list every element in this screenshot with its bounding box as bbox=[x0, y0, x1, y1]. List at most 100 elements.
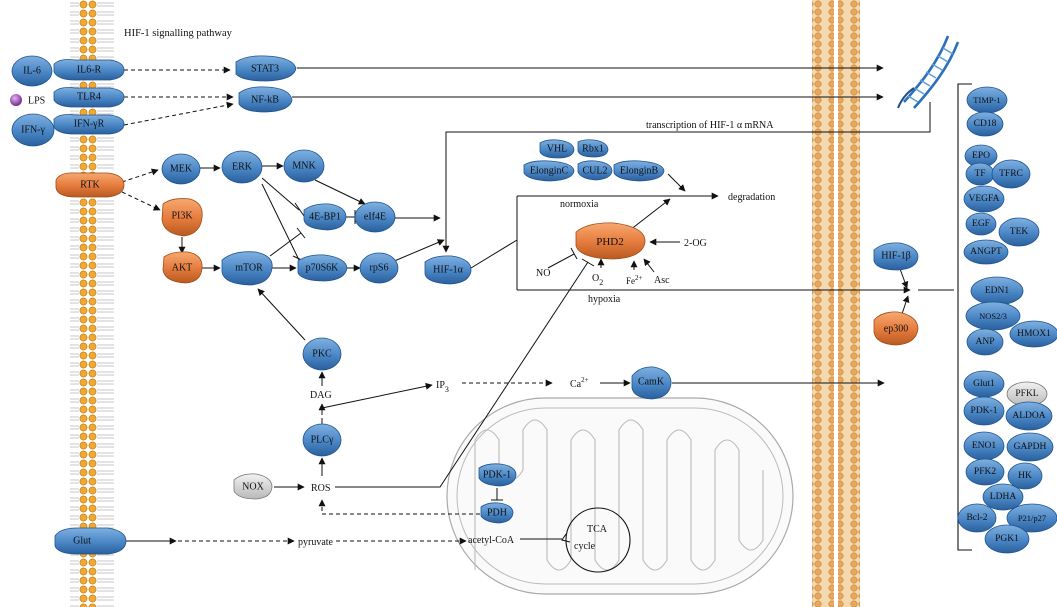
target-gene-edn1[interactable]: EDN1 bbox=[970, 276, 1024, 306]
calcium-label-sup: 2+ bbox=[581, 376, 589, 384]
target-gene-tek[interactable]: TEK bbox=[998, 217, 1040, 247]
node-mito-pdk1[interactable]: PDK-1 bbox=[478, 463, 517, 487]
target-gene-glut1[interactable]: Glut1 bbox=[963, 370, 1005, 398]
node-ifn-gamma[interactable]: IFN-γ bbox=[11, 113, 55, 147]
node-hif1b-label: HIF-1β bbox=[881, 251, 911, 262]
node-plcg-label: PLCγ bbox=[311, 435, 334, 446]
node-mnk[interactable]: MNK bbox=[283, 149, 325, 183]
transcription-label: transcription of HIF-1 α mRNA bbox=[646, 120, 774, 131]
diagram-title: HIF-1 signalling pathway bbox=[124, 28, 233, 39]
dag-label: DAG bbox=[310, 390, 332, 401]
receptor-ifn-gamma-r[interactable]: IFN-γR bbox=[53, 114, 125, 135]
target-gene-ldha[interactable]: LDHA bbox=[982, 483, 1024, 511]
asc-label: Asc bbox=[654, 275, 670, 286]
node-cul2[interactable]: CUL2 bbox=[577, 160, 613, 181]
node-il6-label: IL-6 bbox=[23, 66, 41, 77]
target-gene-egf[interactable]: EGF bbox=[965, 212, 997, 236]
iron-label: Fe2+ bbox=[626, 274, 643, 286]
receptor-tlr4[interactable]: TLR4 bbox=[53, 87, 125, 108]
node-mtor[interactable]: mTOR bbox=[221, 251, 273, 286]
target-gene-hmox1[interactable]: HMOX1 bbox=[1009, 320, 1057, 348]
target-gene-hk[interactable]: HK bbox=[1007, 462, 1043, 490]
pathway-text-labels: DAG IP3 Ca2+ ROS pyruvate acetyl-CoA TCA… bbox=[298, 120, 775, 552]
target-gene-pdk-1[interactable]: PDK-1 bbox=[963, 396, 1005, 426]
target-gene-oval bbox=[965, 212, 997, 236]
target-gene-label: TFRC bbox=[999, 169, 1023, 179]
node-4e-bp1[interactable]: 4E-BP1 bbox=[303, 203, 347, 231]
node-eif4e[interactable]: eIf4E bbox=[354, 201, 396, 233]
target-gene-oval bbox=[966, 111, 1004, 137]
target-gene-nos2-3[interactable]: NOS2/3 bbox=[965, 301, 1021, 331]
target-gene-eno1[interactable]: ENO1 bbox=[963, 431, 1005, 461]
nuclear-membrane-inner bbox=[838, 0, 860, 607]
receptor-il6r[interactable]: IL6-R bbox=[53, 59, 125, 81]
node-eif4e-label: eIf4E bbox=[364, 212, 386, 223]
lps-label: LPS bbox=[28, 96, 45, 107]
receptor-glut[interactable]: Glut bbox=[54, 527, 127, 555]
target-gene-angpt[interactable]: ANGPT bbox=[963, 239, 1009, 265]
target-gene-timp-1[interactable]: TIMP-1 bbox=[966, 86, 1008, 114]
target-gene-oval bbox=[963, 239, 1009, 265]
node-ep300[interactable]: ep300 bbox=[873, 311, 919, 346]
target-gene-label: ALDOA bbox=[1012, 411, 1045, 421]
target-gene-label: Bcl-2 bbox=[966, 513, 987, 523]
node-vhl-label: VHL bbox=[547, 144, 568, 155]
target-gene-vegfa[interactable]: VEGFA bbox=[963, 185, 1005, 213]
node-camk[interactable]: CamK bbox=[631, 366, 672, 400]
node-vhl[interactable]: VHL bbox=[539, 139, 575, 159]
target-gene-oval bbox=[1006, 432, 1054, 462]
target-gene-tf[interactable]: TF bbox=[965, 162, 995, 186]
target-gene-label: EPO bbox=[972, 151, 990, 161]
node-ep300-label: ep300 bbox=[884, 324, 908, 335]
node-pi3k[interactable]: PI3K bbox=[161, 198, 203, 237]
node-ifn-gamma-label: IFN-γ bbox=[21, 125, 45, 136]
oxygen-label-sub: 2 bbox=[599, 278, 603, 287]
target-gene-label: EGF bbox=[972, 219, 990, 229]
node-p70s6k[interactable]: p70S6K bbox=[297, 254, 348, 282]
node-nfkb[interactable]: NF-kB bbox=[238, 86, 293, 113]
node-erk[interactable]: ERK bbox=[221, 150, 263, 184]
node-pkc[interactable]: PKC bbox=[302, 337, 342, 371]
target-gene-label: GAPDH bbox=[1014, 442, 1047, 452]
target-gene-label: P21/p27 bbox=[1018, 513, 1046, 523]
node-il6[interactable]: IL-6 bbox=[11, 55, 53, 87]
target-gene-label: TIMP-1 bbox=[973, 95, 1000, 105]
node-nox[interactable]: NOX bbox=[233, 473, 273, 500]
target-gene-tfrc[interactable]: TFRC bbox=[991, 159, 1031, 189]
target-gene-cd18[interactable]: CD18 bbox=[966, 111, 1004, 137]
node-akt[interactable]: AKT bbox=[162, 251, 203, 284]
node-plcg[interactable]: PLCγ bbox=[302, 423, 342, 457]
target-gene-pfk2[interactable]: PFK2 bbox=[965, 458, 1005, 486]
node-pkc-label: PKC bbox=[312, 349, 332, 360]
target-gene-label: EDN1 bbox=[985, 286, 1010, 296]
node-elonginb[interactable]: ElonginB bbox=[613, 160, 665, 182]
target-gene-aldoa[interactable]: ALDOA bbox=[1005, 401, 1053, 431]
no-label: NO bbox=[536, 268, 550, 279]
target-gene-label: HMOX1 bbox=[1017, 329, 1051, 339]
ip3-label-main: IP bbox=[436, 380, 445, 391]
node-elonginc[interactable]: ElonginC bbox=[523, 160, 575, 182]
node-rbx1[interactable]: Rbx1 bbox=[577, 139, 609, 158]
target-gene-label: NOS2/3 bbox=[979, 311, 1007, 321]
node-hif1a[interactable]: HIF-1α bbox=[424, 255, 472, 285]
node-stat3[interactable]: STAT3 bbox=[235, 55, 297, 82]
receptor-rtk-label: RTK bbox=[80, 180, 100, 191]
node-hif1b[interactable]: HIF-1β bbox=[873, 242, 919, 271]
acetylcoa-label: acetyl-CoA bbox=[468, 535, 515, 546]
node-rps6[interactable]: rpS6 bbox=[359, 252, 399, 284]
node-mek[interactable]: MEK bbox=[161, 153, 201, 185]
target-gene-oval bbox=[966, 328, 1004, 356]
target-gene-bcl-2[interactable]: Bcl-2 bbox=[957, 503, 997, 533]
node-mtor-label: mTOR bbox=[235, 263, 263, 274]
target-gene-gapdh[interactable]: GAPDH bbox=[1006, 432, 1054, 462]
node-phd2[interactable]: PHD2 bbox=[575, 222, 646, 260]
node-mito-pdh[interactable]: PDH bbox=[480, 502, 514, 524]
receptor-rtk[interactable]: RTK bbox=[55, 172, 125, 198]
target-gene-p21-p27[interactable]: P21/p27 bbox=[1006, 503, 1057, 533]
target-gene-pgk1[interactable]: PGK1 bbox=[984, 524, 1030, 554]
calcium-label-main: Ca bbox=[570, 379, 582, 390]
target-gene-anp[interactable]: ANP bbox=[966, 328, 1004, 356]
cycle-label: cycle bbox=[574, 541, 596, 552]
